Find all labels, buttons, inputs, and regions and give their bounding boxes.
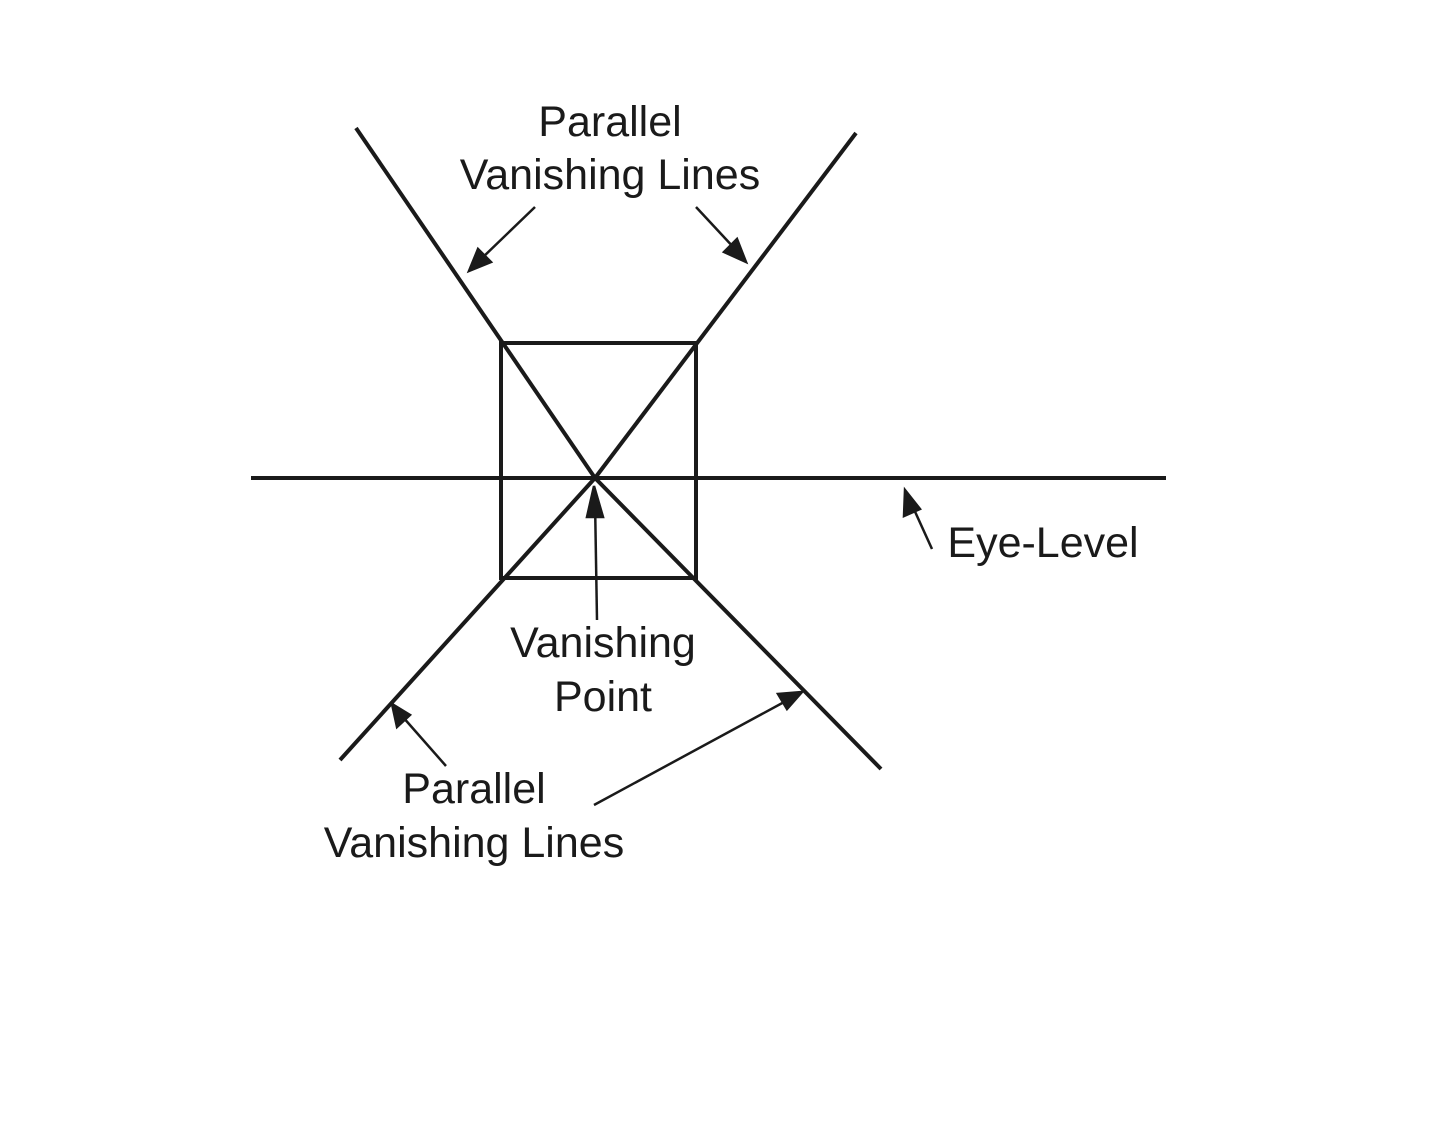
vanishing-line-top-left bbox=[354, 126, 597, 480]
arrowhead-top-left bbox=[466, 246, 494, 274]
label-eye-level: Eye-Level bbox=[947, 519, 1138, 567]
arrow-bottom-right bbox=[593, 699, 787, 807]
arrow-bottom-left bbox=[401, 715, 447, 767]
vanishing-line-top-right bbox=[593, 131, 858, 480]
vanishing-line-bottom-left bbox=[338, 476, 597, 762]
square-object bbox=[499, 341, 698, 580]
arrowhead-eye-level bbox=[902, 486, 922, 518]
arrow-top-right bbox=[695, 206, 737, 251]
label-vanishing-point-line1: Vanishing bbox=[510, 619, 696, 667]
arrowhead-top-right bbox=[721, 236, 749, 265]
label-top-lines-line2: Vanishing Lines bbox=[460, 151, 760, 199]
label-bottom-lines-line2: Vanishing Lines bbox=[324, 819, 624, 867]
arrowhead-bottom-right bbox=[775, 690, 805, 712]
arrow-top-left bbox=[479, 206, 536, 261]
arrow-vanishing-point bbox=[593, 499, 599, 621]
label-top-lines-line1: Parallel bbox=[538, 98, 681, 146]
label-vanishing-point-line2: Point bbox=[554, 673, 652, 721]
arrowhead-bottom-left bbox=[390, 701, 413, 730]
arrowhead-vanishing-point bbox=[585, 485, 605, 519]
vanishing-line-bottom-right bbox=[593, 476, 883, 771]
label-bottom-lines-line1: Parallel bbox=[402, 765, 545, 813]
